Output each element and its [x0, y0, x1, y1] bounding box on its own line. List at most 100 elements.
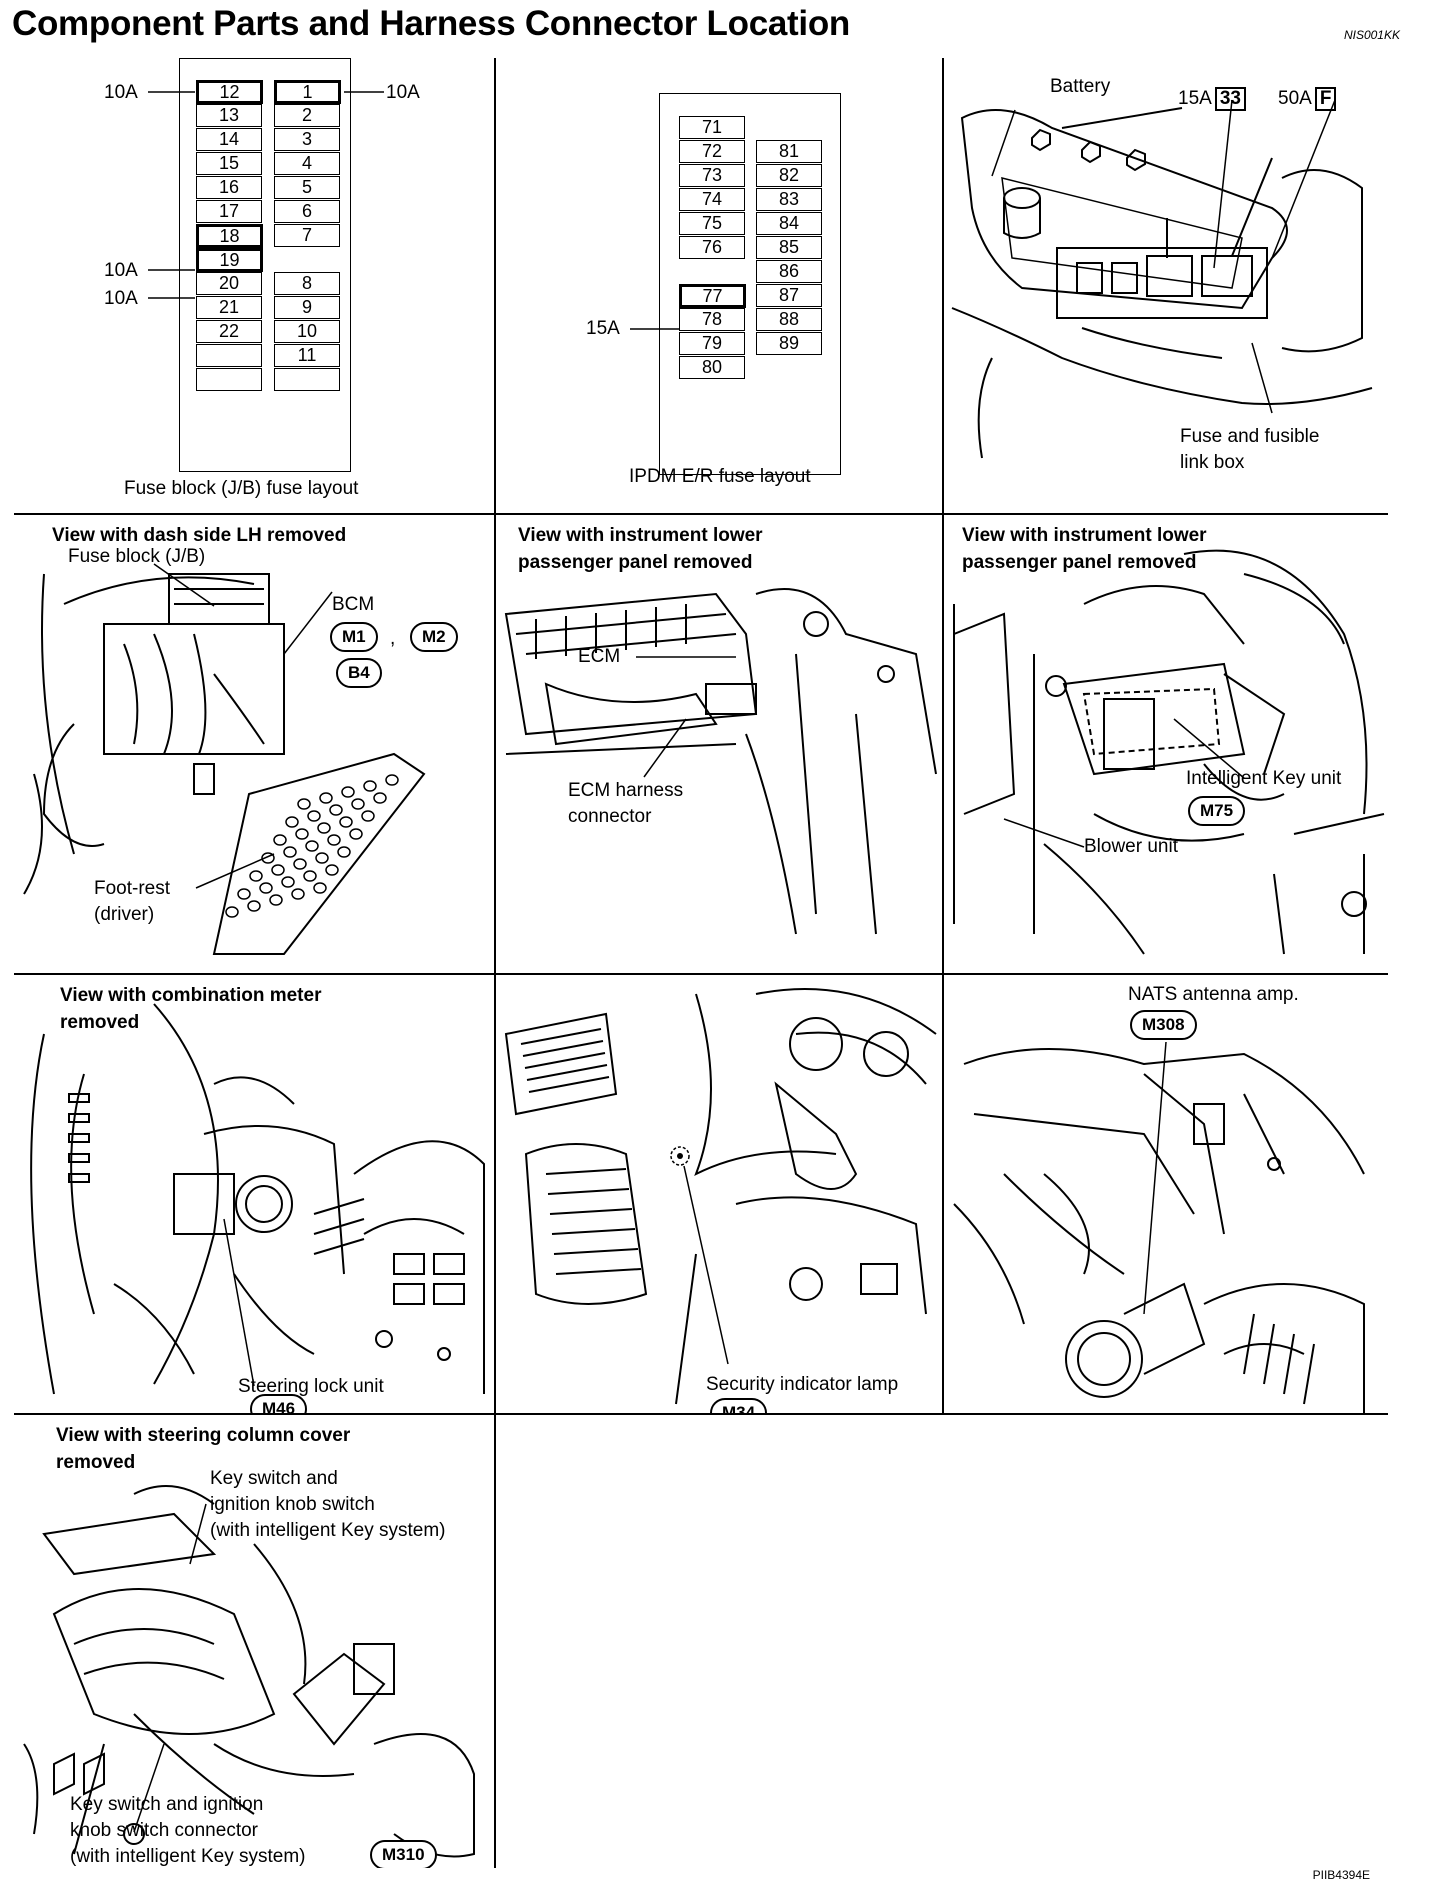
fuse-3: 3: [274, 128, 340, 151]
ecm-label: ECM: [578, 646, 621, 667]
fuse-18: 18: [196, 224, 263, 248]
foot-rest-holes: [225, 774, 399, 918]
ipdm-fuse-72: 72: [679, 140, 745, 163]
combination-meter-panel: View with combination meter removed Stee…: [14, 974, 494, 1413]
fuse-17: 17: [196, 200, 262, 223]
connector-m75: M75: [1188, 796, 1246, 826]
fuse-f-id: F: [1314, 87, 1337, 111]
divider: [14, 1413, 1388, 1415]
fuse-33-id: 33: [1214, 87, 1246, 111]
key-switch-connector-label: Key switch and ignition knob switch conn…: [70, 1794, 306, 1867]
fuse-1: 1: [274, 80, 341, 104]
fuse-22: 22: [196, 320, 262, 343]
ipdm-fuse-71: 71: [679, 116, 745, 139]
security-lamp-illustration: [504, 988, 937, 1405]
divider: [942, 58, 944, 1413]
bcm-label: BCM: [332, 594, 375, 615]
steering-lock-unit-label: Steering lock unit: [238, 1376, 384, 1397]
ipdm-fuse-88: 88: [756, 308, 822, 331]
intelligent-key-panel: View with instrument lower passenger pan…: [944, 514, 1388, 973]
fuse-16: 16: [196, 176, 262, 199]
ipdm-fuse-75: 75: [679, 212, 745, 235]
connector-separator: ,: [390, 628, 396, 649]
ecm-illustration: [504, 588, 937, 935]
dash-side-lh-panel: View with dash side LH removed Fuse bloc…: [14, 514, 494, 973]
fuse-4: 4: [274, 152, 340, 175]
ipdm-rating-leader: [630, 328, 679, 330]
fuse-1-rating: 10A: [386, 82, 420, 103]
ecm-panel-title: View with instrument lower passenger pan…: [518, 525, 763, 573]
fuse-rating-leaders: [148, 91, 384, 299]
connector-m34: M34: [710, 1398, 768, 1413]
fuse-block-caption: Fuse block (J/B) fuse layout: [124, 478, 359, 499]
meter-panel-title: View with combination meter removed: [60, 985, 322, 1033]
intelligent-key-illustration: [953, 549, 1385, 955]
fuse-18-rating: 10A: [104, 260, 138, 281]
fuse-empty: [196, 368, 262, 391]
ipdm-fuse-80: 80: [679, 356, 745, 379]
fuse-14: 14: [196, 128, 262, 151]
divider: [14, 973, 1388, 975]
steering-lock-illustration: [30, 1003, 485, 1395]
divider: [14, 513, 1388, 515]
ipdm-fuse-89: 89: [756, 332, 822, 355]
fuse-8: 8: [274, 272, 340, 295]
fuse-15a-rating: 15A: [1178, 88, 1212, 109]
fuse-20: 20: [196, 272, 262, 295]
ipdm-fuse-84: 84: [756, 212, 822, 235]
fuse-12-rating: 10A: [104, 82, 138, 103]
security-indicator-lamp-label: Security indicator lamp: [706, 1374, 899, 1395]
fuse-2: 2: [274, 104, 340, 127]
ipdm-fuse-86: 86: [756, 260, 822, 283]
ecm-harness-connector-label: ECM harness connector: [568, 780, 684, 827]
connector-m308: M308: [1130, 1010, 1197, 1040]
ipdm-fuse-73: 73: [679, 164, 745, 187]
fuse-10: 10: [274, 320, 340, 343]
connector-m2: M2: [410, 622, 458, 652]
ipdm-fuse-83: 83: [756, 188, 822, 211]
steering-column-panel: View with steering column cover removed …: [14, 1414, 494, 1868]
fuse-15: 15: [196, 152, 262, 175]
fuse-empty: [274, 368, 340, 391]
dash-lh-title: View with dash side LH removed: [52, 525, 347, 546]
nats-antenna-amp-label: NATS antenna amp.: [1128, 984, 1299, 1005]
fuse-21: 21: [196, 296, 262, 319]
foot-rest-label: Foot-rest (driver): [94, 878, 171, 925]
intelligent-key-unit-label: Intelligent Key unit: [1186, 768, 1342, 789]
fusible-link-box-label: Fuse and fusible link box: [1180, 426, 1320, 473]
fuse-empty: [196, 344, 262, 367]
ikey-panel-title: View with instrument lower passenger pan…: [962, 525, 1207, 573]
connector-m1: M1: [330, 622, 378, 652]
fuse-7: 7: [274, 224, 340, 247]
nats-antenna-illustration: [953, 1041, 1365, 1413]
ipdm-fuse-85: 85: [756, 236, 822, 259]
fuse-6: 6: [274, 200, 340, 223]
fuse-13: 13: [196, 104, 262, 127]
column-panel-title: View with steering column cover removed: [56, 1425, 351, 1473]
divider: [494, 1413, 496, 1868]
fuse-12: 12: [196, 80, 263, 104]
ipdm-fuse-79: 79: [679, 332, 745, 355]
fuse-19-rating: 10A: [104, 288, 138, 309]
ipdm-fuse-87: 87: [756, 284, 822, 307]
security-lamp-panel: Security indicator lamp M34: [496, 974, 942, 1413]
key-switch-label: Key switch and ignition knob switch (wit…: [210, 1468, 446, 1541]
connector-m46: M46: [250, 1394, 308, 1413]
reference-code: NIS001KK: [1343, 28, 1400, 42]
fuse-block-frame: [179, 58, 351, 472]
connector-m310: M310: [370, 1840, 437, 1868]
divider: [494, 58, 496, 1413]
ipdm-caption: IPDM E/R fuse layout: [629, 466, 811, 487]
battery-illustration: [951, 99, 1373, 459]
page-title: Component Parts and Harness Connector Lo…: [12, 4, 850, 43]
ipdm-fuse-77: 77: [679, 284, 746, 308]
ipdm-fuse-76: 76: [679, 236, 745, 259]
ecm-panel: View with instrument lower passenger pan…: [496, 514, 942, 973]
fuse-11: 11: [274, 344, 340, 367]
bcm-illustration: [23, 563, 426, 955]
ipdm-fuse-82: 82: [756, 164, 822, 187]
